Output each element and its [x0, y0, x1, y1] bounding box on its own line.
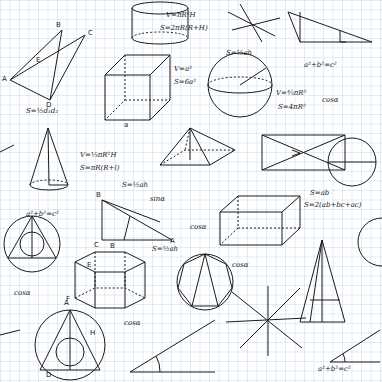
formula-label: cosα [190, 224, 206, 231]
formula-label: S=½ah [226, 50, 252, 57]
point-label: H [90, 330, 95, 337]
point-label: B [96, 192, 101, 199]
formula-label: S=2(ab+bc+ac) [304, 202, 361, 209]
formula-label: S=πR(R+l) [80, 165, 119, 172]
formula-label: a²+b²=c² [318, 366, 351, 373]
point-label: B [56, 22, 61, 29]
point-label: a [124, 122, 128, 129]
formula-label: S=2πR(R+H) [160, 25, 208, 32]
point-label: E [36, 57, 40, 64]
point-label: B [110, 243, 115, 250]
formula-label: S=½d₁d₂ [26, 108, 58, 115]
formula-label: V=⁴⁄₃πR³ [276, 90, 306, 97]
point-label: C [94, 242, 99, 249]
point-label: A [2, 76, 7, 83]
formula-label: sinα [150, 196, 165, 203]
formula-label: S=½ah [152, 246, 178, 253]
point-label: A [64, 300, 69, 307]
formula-label: cosα [14, 290, 30, 297]
formula-label: a²+b²=c² [304, 62, 337, 69]
formula-label: V=⅓πR²H [80, 152, 117, 159]
formula-label: V=a³ [174, 66, 192, 73]
formula-label: S=4πR² [278, 104, 306, 111]
point-label: D [46, 102, 51, 109]
formula-label: S=½ah [122, 182, 148, 189]
point-label: E [87, 262, 91, 269]
formula-label: cosα [232, 262, 248, 269]
formula-label: cosα [124, 320, 140, 327]
formula-label: a²+b²=c² [26, 211, 59, 218]
point-label: A [170, 238, 175, 245]
point-label: C [88, 30, 93, 37]
formula-label: S=ab [310, 190, 329, 197]
formula-label: cosα [322, 97, 338, 104]
point-label: D [46, 372, 51, 379]
formula-label: S=6a² [174, 79, 196, 86]
formula-label: V=πR²H [166, 12, 196, 19]
